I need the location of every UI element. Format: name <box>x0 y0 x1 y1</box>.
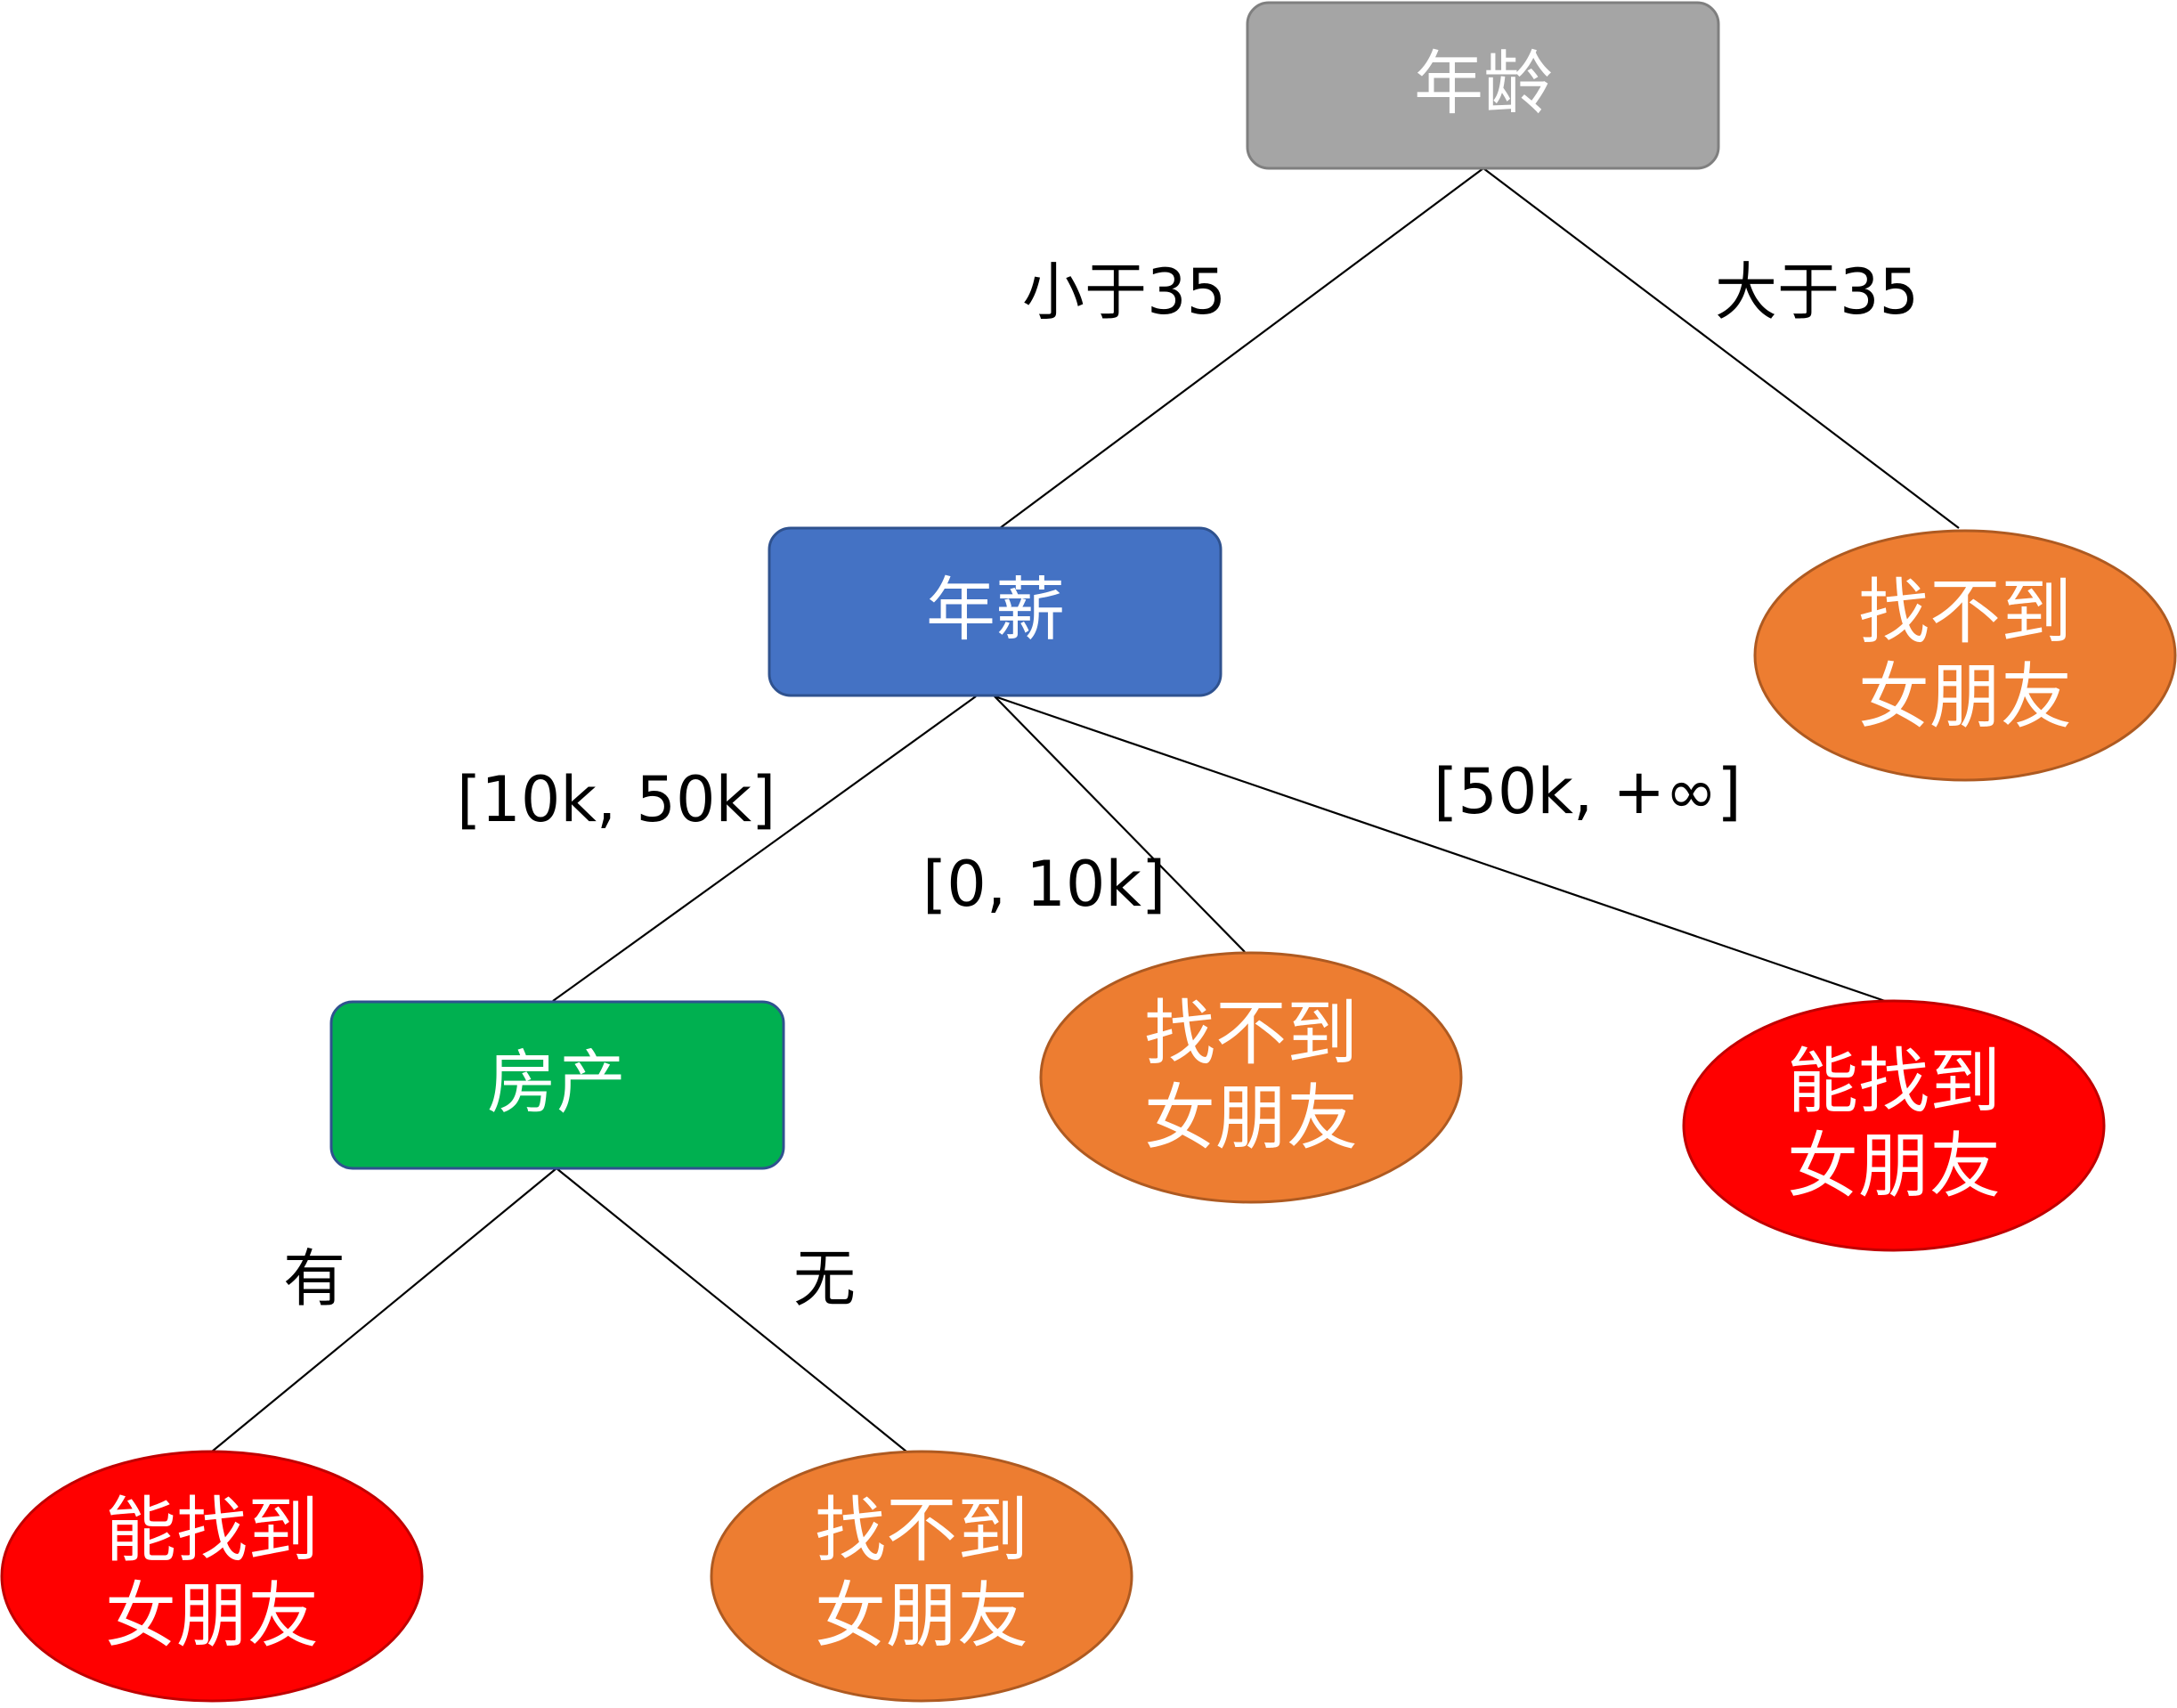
leaf-salary-low-line2: 女朋友 <box>1144 1077 1358 1159</box>
edge-property-to-leaf-yes <box>211 1167 557 1452</box>
leaf-property-no: 找不到 女朋友 <box>710 1450 1133 1703</box>
leaf-salary-low: 找不到 女朋友 <box>1039 951 1463 1204</box>
edge-label-salary-low: [0, 10k] <box>922 848 1166 921</box>
edge-salary-to-property <box>552 695 977 1002</box>
leaf-property-no-ellipse <box>710 1450 1133 1703</box>
leaf-property-yes-ellipse <box>0 1450 424 1703</box>
edge-salary-to-leaf-low <box>994 695 1246 953</box>
edge-salary-to-leaf-high <box>994 695 1886 1003</box>
edge-label-property-no: 无 <box>793 1242 856 1315</box>
edge-label-salary-mid: [10k, 50k] <box>457 763 776 836</box>
node-age: 年龄 <box>1246 1 1720 170</box>
edge-label-property-yes: 有 <box>283 1242 345 1315</box>
node-property-box <box>329 1000 785 1170</box>
leaf-property-yes-line1: 能找到 <box>105 1489 319 1572</box>
edge-label-age-under: 小于35 <box>1022 256 1226 329</box>
edge-age-to-salary <box>999 167 1484 529</box>
node-age-box <box>1246 1 1720 170</box>
edge-age-to-leaf-over <box>1482 167 1960 529</box>
leaf-age-over-ellipse <box>1753 529 2177 782</box>
node-property: 房产 <box>329 1000 785 1170</box>
edge-label-salary-high: [50k, +∞] <box>1434 755 1742 828</box>
leaf-salary-high-ellipse <box>1682 999 2106 1252</box>
leaf-property-no-line1: 找不到 <box>815 1489 1028 1572</box>
node-salary: 年薪 <box>768 526 1223 697</box>
node-salary-label: 年薪 <box>926 570 1065 650</box>
leaf-property-yes: 能找到 女朋友 <box>0 1450 424 1703</box>
node-salary-box <box>768 526 1223 697</box>
leaf-salary-high-line2: 女朋友 <box>1787 1125 2001 1208</box>
leaf-salary-high-line1: 能找到 <box>1787 1040 2001 1123</box>
edge-label-age-over: 大于35 <box>1715 256 1919 329</box>
leaf-age-over-line1: 找不到 <box>1858 571 2072 654</box>
leaf-salary-low-ellipse <box>1039 951 1463 1204</box>
node-age-label: 年龄 <box>1414 44 1553 124</box>
leaf-property-yes-line2: 女朋友 <box>105 1574 319 1657</box>
node-property-label: 房产 <box>487 1043 626 1123</box>
leaf-age-over-line2: 女朋友 <box>1858 655 2072 738</box>
leaf-property-no-line2: 女朋友 <box>815 1574 1028 1657</box>
leaf-salary-high: 能找到 女朋友 <box>1682 999 2106 1252</box>
edge-property-to-leaf-no <box>556 1167 907 1452</box>
leaf-age-over: 找不到 女朋友 <box>1753 529 2177 782</box>
leaf-salary-low-line1: 找不到 <box>1144 992 1358 1075</box>
